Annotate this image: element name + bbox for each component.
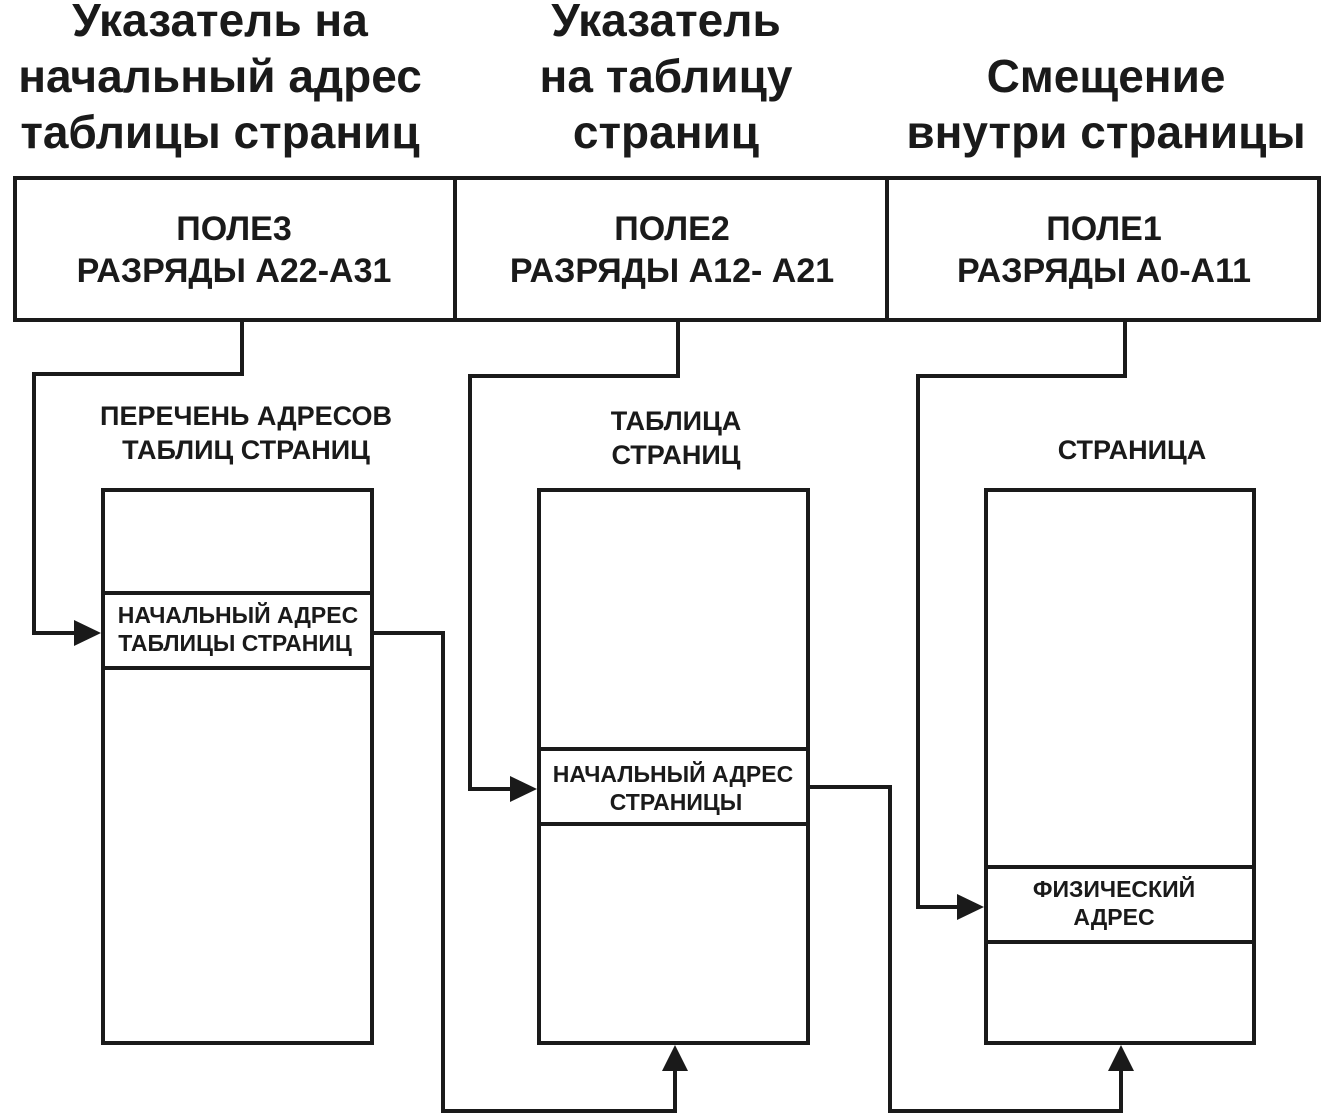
arrowhead-page-table-entry — [510, 776, 537, 802]
page-title-line-1: СТРАНИЦА — [1058, 435, 1207, 465]
field1-name: ПОЛЕ1 — [1046, 210, 1161, 248]
connector-field3-line — [32, 320, 244, 635]
connector-field2-to-page-table — [468, 320, 680, 802]
directory-title-line-2: ТАБЛИЦ СТРАНИЦ — [122, 435, 370, 465]
heading-field3: Указатель на начальный адрес таблицы стр… — [18, 0, 422, 158]
arrowhead-page-table-base — [662, 1045, 688, 1071]
arrowhead-physical-address — [957, 894, 984, 920]
page-table-title: ТАБЛИЦА СТРАНИЦ — [611, 406, 742, 470]
arrowhead-page-base — [1108, 1045, 1134, 1071]
page-entry-line-2: АДРЕС — [1073, 904, 1154, 930]
page-table-title-line-1: ТАБЛИЦА — [611, 406, 742, 436]
heading-field2-line-1: Указатель — [551, 0, 780, 46]
page-entry-cell — [984, 865, 1256, 944]
field1-bits: РАЗРЯДЫ А0-А11 — [957, 252, 1251, 290]
field3-bits: РАЗРЯДЫ А22-А31 — [77, 252, 392, 290]
connector-field1-to-page — [916, 320, 1127, 920]
heading-field2-line-3: страниц — [573, 106, 759, 158]
page-table-entry-line-1: НАЧАЛЬНЫЙ АДРЕС — [553, 760, 793, 787]
heading-field2: Указатель на таблицу страниц — [540, 0, 793, 158]
directory-entry-line-1: НАЧАЛЬНЫЙ АДРЕС — [118, 601, 358, 628]
heading-field3-line-3: таблицы страниц — [20, 106, 419, 158]
connector-page-table-line — [808, 785, 1123, 1113]
field2-bits: РАЗРЯДЫ А12- А21 — [510, 252, 834, 290]
field2-name: ПОЛЕ2 — [614, 210, 729, 248]
heading-field3-line-2: начальный адрес — [18, 50, 422, 102]
address-register-frame — [13, 176, 1321, 322]
directory-entry-line-2: ТАБЛИЦЫ СТРАНИЦ — [118, 630, 352, 656]
directory-title: ПЕРЕЧЕНЬ АДРЕСОВ ТАБЛИЦ СТРАНИЦ — [100, 401, 392, 465]
heading-field1-line-1: Смещение — [987, 50, 1226, 102]
address-register: ПОЛЕ3 РАЗРЯДЫ А22-А31 ПОЛЕ2 РАЗРЯДЫ А12-… — [13, 176, 1321, 322]
connector-field3-to-directory — [32, 320, 244, 646]
heading-field1-line-2: внутри страницы — [906, 106, 1305, 158]
directory-block: НАЧАЛЬНЫЙ АДРЕС ТАБЛИЦЫ СТРАНИЦ — [101, 488, 374, 1045]
address-field1: ПОЛЕ1 РАЗРЯДЫ А0-А11 — [957, 210, 1251, 290]
address-field3: ПОЛЕ3 РАЗРЯДЫ А22-А31 — [77, 210, 392, 290]
directory-entry-cell — [101, 591, 374, 670]
connector-field1-line — [916, 320, 1127, 909]
connector-field2-line — [468, 320, 680, 791]
page-entry-line-1: ФИЗИЧЕСКИЙ — [1033, 875, 1195, 902]
page-title: СТРАНИЦА — [1058, 435, 1207, 465]
heading-field2-line-2: на таблицу — [540, 50, 793, 102]
directory-frame — [101, 488, 374, 1045]
heading-field3-line-1: Указатель на — [72, 0, 368, 46]
page-table-entry-line-2: СТРАНИЦЫ — [610, 789, 742, 815]
page-table-entry-cell — [537, 747, 810, 826]
page-table-title-line-2: СТРАНИЦ — [611, 440, 740, 470]
heading-field1: Смещение внутри страницы — [906, 50, 1305, 158]
address-field2: ПОЛЕ2 РАЗРЯДЫ А12- А21 — [510, 210, 834, 290]
arrowhead-directory-entry — [74, 620, 101, 646]
field3-name: ПОЛЕ3 — [176, 210, 291, 248]
directory-title-line-1: ПЕРЕЧЕНЬ АДРЕСОВ — [100, 401, 392, 431]
connector-directory-line — [372, 631, 677, 1113]
page-block: ФИЗИЧЕСКИЙ АДРЕС — [984, 488, 1256, 1045]
page-frame — [984, 488, 1256, 1045]
connector-page-table-to-page — [808, 785, 1134, 1113]
connector-directory-to-page-table — [372, 631, 688, 1113]
page-table-block: НАЧАЛЬНЫЙ АДРЕС СТРАНИЦЫ — [537, 488, 810, 1045]
